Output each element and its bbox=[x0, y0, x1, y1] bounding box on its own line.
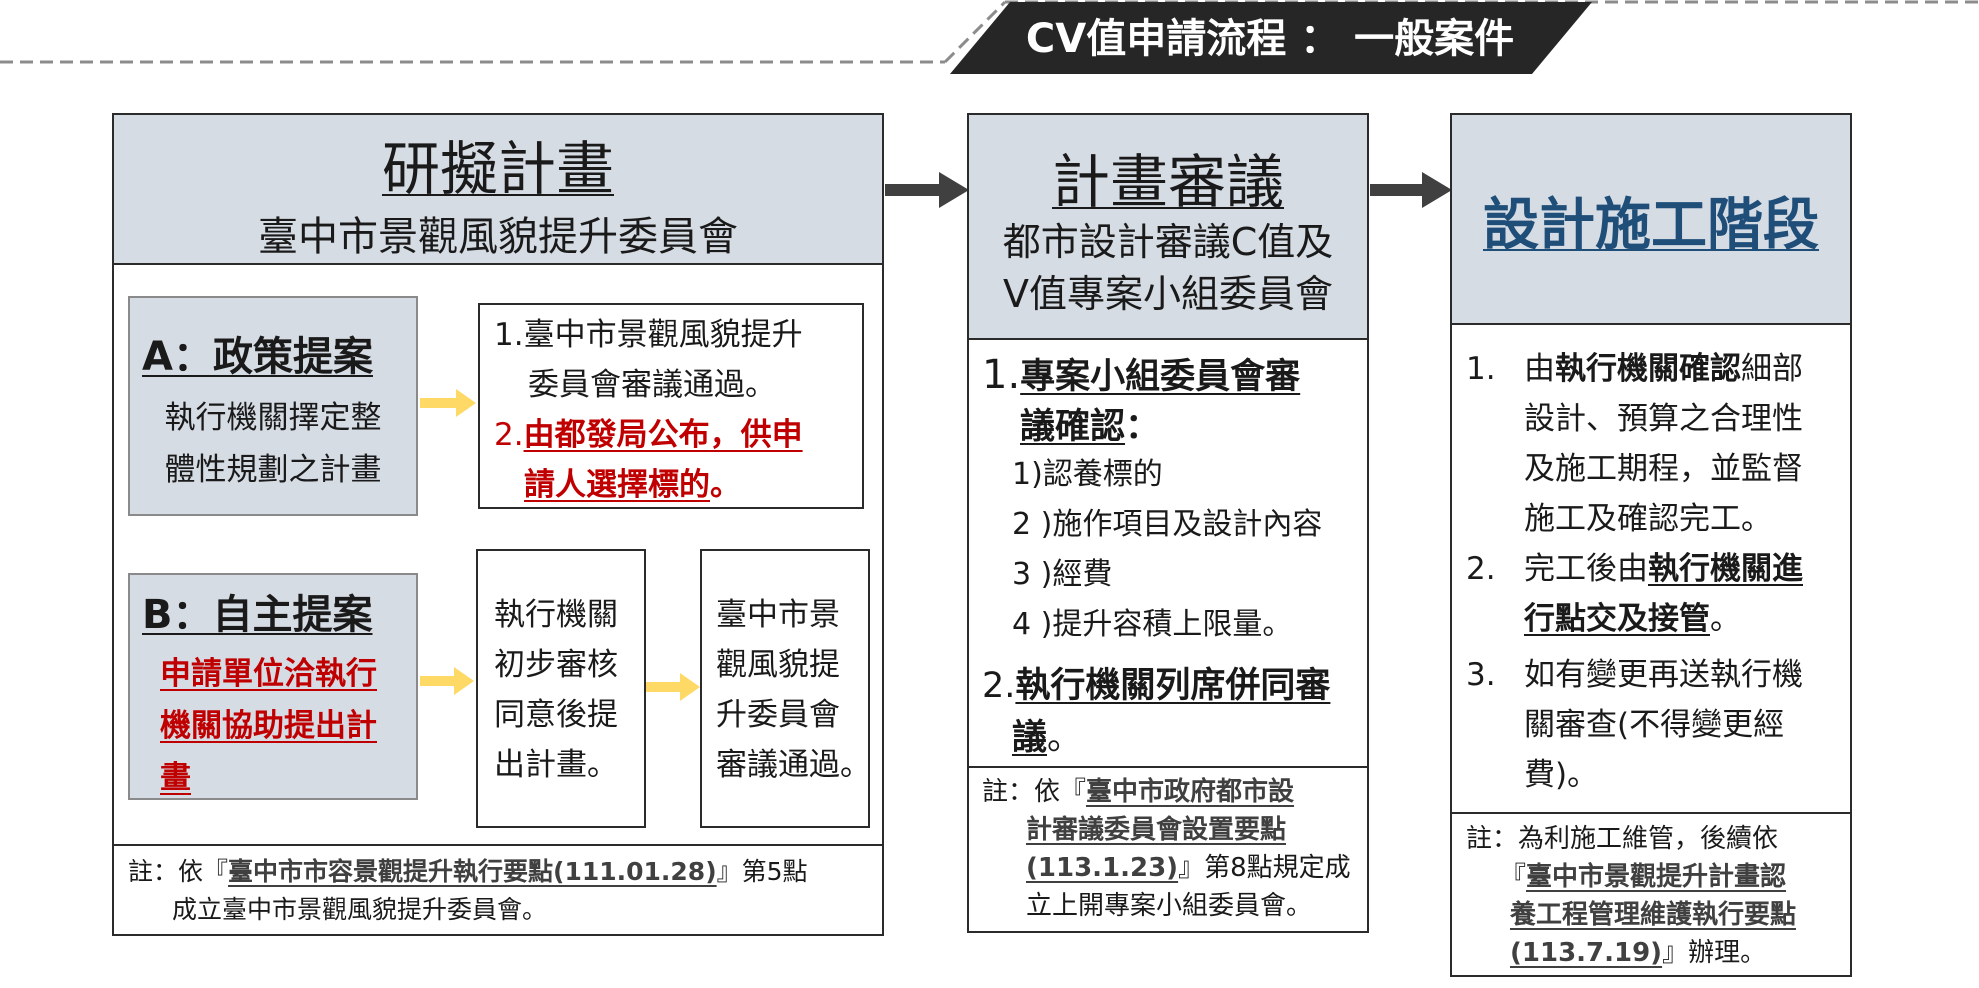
title-banner-decoration bbox=[0, 0, 1979, 74]
review-line: 同意後提 bbox=[494, 697, 618, 733]
construction-item-1-cont: 施工及確認完工。 bbox=[1524, 501, 1772, 537]
review-subitem: 3 )經費 bbox=[1012, 557, 1113, 592]
proposal-b-committee-box bbox=[700, 549, 870, 828]
stage3-note-cont: 養工程管理維護執行要點 bbox=[1510, 900, 1797, 930]
committee-line: 審議通過。 bbox=[716, 747, 871, 783]
result-item-1-cont: 委員會審議通過。 bbox=[528, 367, 776, 403]
proposal-b-review-box bbox=[476, 549, 646, 828]
committee-line: 升委員會 bbox=[716, 697, 840, 733]
arrow-right-icon bbox=[420, 667, 474, 695]
stage3-note-cont: (113.7.19)』辦理。 bbox=[1510, 938, 1767, 968]
flow-arrow-icon bbox=[885, 172, 969, 208]
stage3-note: 註：為利施工維管，後續依 bbox=[1466, 824, 1779, 854]
construction-item-3-cont: 關審查(不得變更經 bbox=[1524, 707, 1785, 743]
stage2-note-divider bbox=[969, 766, 1367, 768]
construction-item-1-cont: 及施工期程，並監督 bbox=[1524, 451, 1803, 487]
stage1-subtitle: 臺中市景觀風貌提升委員會 bbox=[258, 214, 738, 260]
review-subitem: 1)認養標的 bbox=[1012, 457, 1163, 492]
review-item-1: 1.專案小組委員會審 bbox=[982, 352, 1301, 398]
proposal-b-title: B：自主提案 bbox=[142, 592, 373, 638]
construction-item-2: 2.完工後由執行機關進 bbox=[1466, 551, 1803, 587]
result-item-2-cont: 請人選擇標的。 bbox=[524, 467, 741, 503]
stage3-note-divider bbox=[1452, 812, 1850, 814]
flow-arrow-icon bbox=[1370, 172, 1452, 208]
committee-line: 觀風貌提 bbox=[716, 647, 840, 683]
construction-item-2-cont: 行點交及接管。 bbox=[1524, 601, 1741, 637]
stage3-title-wrap: 設計施工階段 bbox=[1452, 180, 1850, 261]
page-title: CV值申請流程 ： 一般案件 bbox=[1025, 16, 1515, 62]
stage3-note-cont: 『臺中市景觀提升計畫認 bbox=[1500, 862, 1787, 892]
construction-item-1: 1.由執行機關確認細部 bbox=[1466, 351, 1803, 387]
proposal-a-desc-line: 體性規劃之計畫 bbox=[164, 452, 382, 488]
committee-line: 臺中市景 bbox=[716, 597, 840, 633]
stage1-header bbox=[114, 115, 882, 265]
proposal-a-result-box bbox=[478, 303, 864, 509]
stage1-note-cont: 成立臺中市景觀風貌提升委員會。 bbox=[172, 895, 548, 924]
stage2-header bbox=[969, 115, 1367, 340]
stage2-note-cont: (113.1.23)』第8點規定成 bbox=[1026, 853, 1351, 883]
stage3-title: 設計施工階段 bbox=[1483, 193, 1819, 258]
stage2-note: 註：依『臺中市政府都市設 bbox=[982, 777, 1295, 807]
stage3-header bbox=[1452, 115, 1850, 325]
review-subitem: 4 )提升容積上限量。 bbox=[1012, 607, 1293, 642]
stage1-title-wrap: 研擬計畫 bbox=[114, 122, 882, 206]
stage2-note-cont: 立上開專案小組委員會。 bbox=[1026, 891, 1313, 921]
stage1-note: 註：依『臺中市市容景觀提升執行要點(111.01.28)』第5點 bbox=[128, 857, 808, 886]
proposal-a-box bbox=[128, 296, 418, 516]
stage1-note-divider bbox=[114, 844, 882, 846]
arrow-right-icon bbox=[646, 673, 700, 701]
review-item-1-cont: 議確認： bbox=[1020, 407, 1161, 447]
proposal-b-desc-line: 申請單位洽執行 bbox=[160, 656, 377, 692]
proposal-b-box bbox=[128, 573, 418, 800]
review-item-2-cont: 議。 bbox=[1012, 718, 1083, 758]
proposal-a-title: A：政策提案 bbox=[142, 334, 373, 380]
review-subitem: 2 )施作項目及設計內容 bbox=[1012, 507, 1323, 542]
stage2-subtitle-line: V值專案小組委員會 bbox=[1003, 272, 1333, 316]
stage2-title-wrap: 計畫審議 bbox=[969, 135, 1367, 219]
proposal-b-desc-line: 畫 bbox=[160, 760, 191, 796]
arrow-right-icon bbox=[420, 389, 476, 417]
construction-item-1-cont: 設計、預算之合理性 bbox=[1524, 401, 1803, 437]
stage2-title: 計畫審議 bbox=[1051, 148, 1284, 216]
proposal-a-desc-line: 執行機關擇定整 bbox=[164, 400, 382, 436]
stage1-title: 研擬計畫 bbox=[381, 135, 614, 203]
review-line: 出計畫。 bbox=[494, 747, 618, 783]
proposal-b-desc-line: 機關協助提出計 bbox=[160, 708, 377, 744]
construction-item-3: 3.如有變更再送執行機 bbox=[1466, 657, 1803, 693]
result-item-1: 1.臺中市景觀風貌提升 bbox=[494, 317, 803, 353]
review-line: 初步審核 bbox=[494, 647, 618, 683]
result-item-2: 2.由都發局公布，供申 bbox=[494, 417, 803, 453]
stage2-note-cont: 計審議委員會設置要點 bbox=[1026, 815, 1287, 845]
review-line: 執行機關 bbox=[494, 597, 618, 633]
stage2-subtitle-line: 都市設計審議C值及 bbox=[1002, 220, 1334, 264]
construction-item-3-cont: 費)。 bbox=[1524, 757, 1599, 793]
review-item-2: 2.執行機關列席併同審 bbox=[982, 666, 1331, 706]
